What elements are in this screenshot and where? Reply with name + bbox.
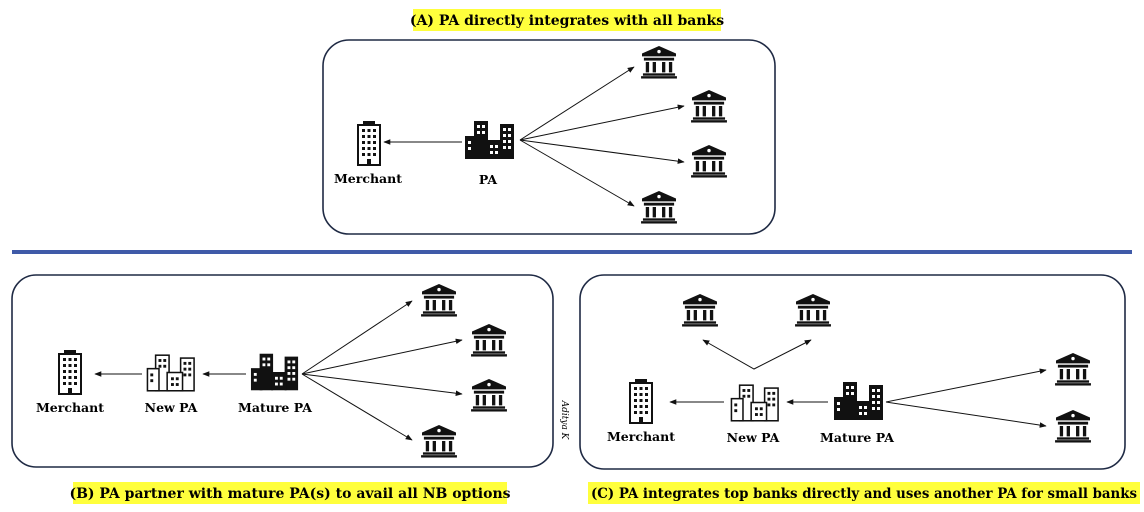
bank-icon [421,424,457,458]
section-divider [12,250,1132,254]
merchant-label-b: Merchant [36,400,104,415]
arrow-maturepa-to-bank-b4 [301,373,413,441]
merchant-icon [58,349,82,395]
panel-a-frame [322,39,776,235]
bank-icon [471,378,507,412]
arrow-maturepa-to-bank-b2 [301,338,463,375]
mature-pa-label-b: Mature PA [238,400,312,415]
panel-c-frame [579,274,1126,470]
caption-c: (C) PA integrates top banks directly and… [591,486,1137,502]
new-pa-label-c: New PA [727,430,780,445]
arrow-pa-to-bank-a2 [519,104,685,141]
merchant-icon [629,378,653,424]
merchant-icon [357,120,381,166]
watermark: Aditya K [559,400,569,441]
bank-icon [471,323,507,357]
arrow-maturepa-to-bank-b3 [301,373,463,396]
merchant-label-a: Merchant [334,171,402,186]
caption-c-highlight [588,482,1140,504]
bank-icon [1055,352,1091,386]
bank-icon [691,144,727,178]
new-pa-icon [146,354,195,392]
bank-icon [691,89,727,123]
caption-b: (B) PA partner with mature PA(s) to avai… [69,486,510,502]
bank-icon [421,283,457,317]
merchant-label-c: Merchant [607,429,675,444]
new-pa-icon [730,384,779,422]
arrow-maturepa-to-bank-c1 [885,368,1047,403]
arrow-newpa-to-top-banks-c [702,339,812,370]
new-pa-label-b: New PA [145,400,198,415]
caption-b-highlight [73,482,507,504]
caption-a: (A) PA directly integrates with all bank… [410,13,724,29]
arrow-pa-to-bank-a4 [519,139,635,207]
bank-icon [641,45,677,79]
pa-label-a: PA [479,172,497,187]
arrow-pa-to-bank-a3 [519,139,685,164]
bank-icon [682,293,718,327]
arrow-maturepa-to-bank-b1 [301,300,413,375]
mature-pa-icon [250,353,299,391]
bank-icon [795,293,831,327]
caption-a-highlight [413,9,721,31]
bank-icon [641,190,677,224]
bank-icon [1055,409,1091,443]
mature-pa-label-c: Mature PA [820,430,894,445]
mature-pa-icon [834,382,883,420]
arrow-maturepa-to-bank-c2 [885,401,1047,428]
pa-icon [465,121,514,159]
arrow-pa-to-bank-a1 [519,66,635,141]
panel-b-frame [11,274,554,468]
